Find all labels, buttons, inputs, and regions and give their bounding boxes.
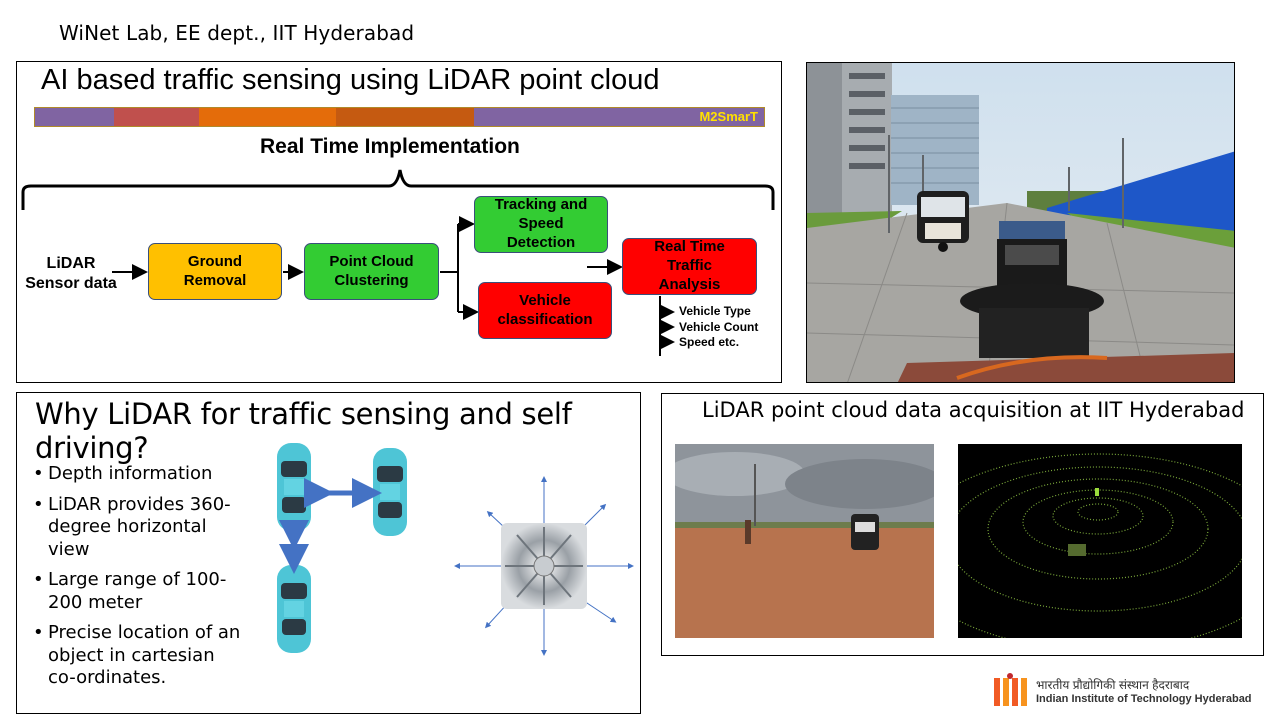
section-title: Real Time Implementation (260, 135, 520, 158)
iith-logo-icon (994, 673, 1027, 706)
analysis-box: Real Time Traffic Analysis (622, 238, 757, 295)
traffic-sensing-panel: AI based traffic sensing using LiDAR poi… (16, 61, 782, 383)
field-photo (675, 444, 934, 638)
output-speed: Speed etc. (679, 335, 740, 350)
list-item: LiDAR provides 360-degree horizontal vie… (31, 494, 241, 562)
iith-hindi-name: भारतीय प्रौद्योगिकी संस्थान हैदराबाद (1036, 678, 1190, 692)
list-item: Large range of 100-200 meter (31, 569, 241, 614)
acquisition-panel: LiDAR point cloud data acquisition at II… (661, 393, 1264, 656)
curly-brace (21, 169, 775, 210)
list-item: Depth information (31, 463, 241, 486)
panel-title: AI based traffic sensing using LiDAR poi… (41, 64, 660, 96)
classification-box: Vehicle classification (478, 282, 612, 339)
ground-removal-box: Ground Removal (148, 243, 282, 300)
color-bar: M2SmarT (34, 107, 765, 127)
panel-title: LiDAR point cloud data acquisition at II… (702, 398, 1245, 422)
output-vehicle-count: Vehicle Count (679, 319, 759, 334)
lidar-campus-photo (806, 62, 1235, 383)
reasons-list: Depth information LiDAR provides 360-deg… (31, 463, 241, 698)
brand-label: M2SmarT (699, 109, 758, 124)
lidar-input-label: LiDAR Sensor data (25, 255, 117, 292)
output-vehicle-type: Vehicle Type (679, 304, 751, 318)
list-item: Precise location of an object in cartesi… (31, 622, 241, 690)
iith-english-name: Indian Institute of Technology Hyderabad (1036, 693, 1252, 705)
flow-arrows (21, 169, 775, 356)
tracking-box: Tracking and Speed Detection (474, 196, 608, 253)
cars-distance-illustration (277, 443, 407, 653)
point-cloud-image (958, 444, 1242, 638)
clustering-box: Point Cloud Clustering (304, 243, 439, 300)
output-list: Vehicle Type Vehicle Count Speed etc. (679, 304, 758, 351)
why-lidar-panel: Why LiDAR for traffic sensing and self d… (16, 392, 641, 714)
lab-header: WiNet Lab, EE dept., IIT Hyderabad (59, 21, 415, 45)
lidar-sensor-icon (454, 476, 634, 656)
panel-title: Why LiDAR for traffic sensing and self d… (35, 397, 572, 465)
